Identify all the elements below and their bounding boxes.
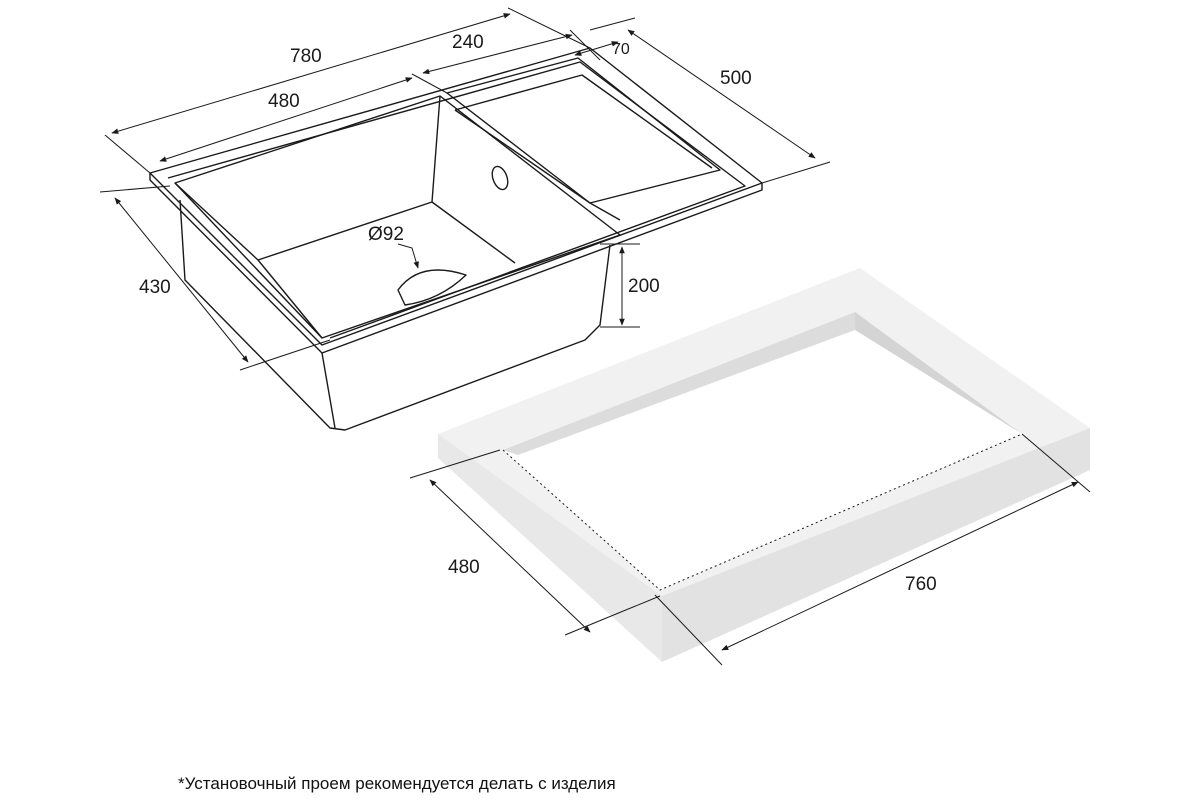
sink-rim-outer: [149, 47, 763, 346]
installation-footnote: *Установочный проем рекомендуется делать…: [178, 774, 616, 793]
dim-line-500: [627, 29, 816, 159]
cutout-inner-wall: [855, 312, 1022, 434]
ext-line: [1021, 433, 1091, 493]
dim-line-430: [114, 197, 249, 363]
ext-line: [99, 185, 171, 193]
ext-line: [409, 449, 501, 479]
ext-line: [654, 594, 723, 666]
label-bowl-length: 480: [268, 91, 300, 112]
dim-line-70: [574, 41, 619, 56]
overflow-hole: [491, 165, 509, 191]
ext-line: [589, 17, 636, 31]
label-cutout-length: 760: [905, 574, 937, 595]
sink-dimension-lines: [99, 7, 831, 371]
drain-hole: [397, 269, 467, 306]
cutout-inner-wall-left: [503, 312, 855, 455]
sink-bowl-body-front: [321, 352, 336, 429]
dim-line-480-cutout: [429, 479, 591, 633]
label-overall-width: 500: [720, 68, 752, 89]
ext-line: [239, 339, 331, 371]
label-drainboard-length: 240: [452, 32, 484, 53]
label-overall-length: 780: [290, 46, 322, 67]
drain-leader: [397, 243, 419, 269]
cutout-opening: [503, 312, 1022, 590]
sink-bowl-floor-edge: [431, 201, 516, 264]
ext-line: [761, 161, 831, 184]
dim-line-480-bowl: [159, 77, 413, 162]
label-cutout-width: 480: [448, 557, 480, 578]
label-rim-offset: 70: [612, 41, 630, 58]
dim-line-760: [721, 481, 1079, 651]
label-drain-diameter: Ø92: [368, 224, 404, 245]
ext-line: [507, 7, 591, 49]
dim-line-240: [422, 33, 573, 75]
cutout-dimension-lines: [409, 433, 1091, 666]
ext-line: [411, 73, 448, 94]
countertop-drawing: [438, 268, 1090, 662]
ext-line: [104, 134, 151, 174]
sink-drainboard-slope: [454, 109, 621, 221]
label-bowl-width: 430: [139, 277, 171, 298]
label-depth: 200: [628, 276, 660, 297]
